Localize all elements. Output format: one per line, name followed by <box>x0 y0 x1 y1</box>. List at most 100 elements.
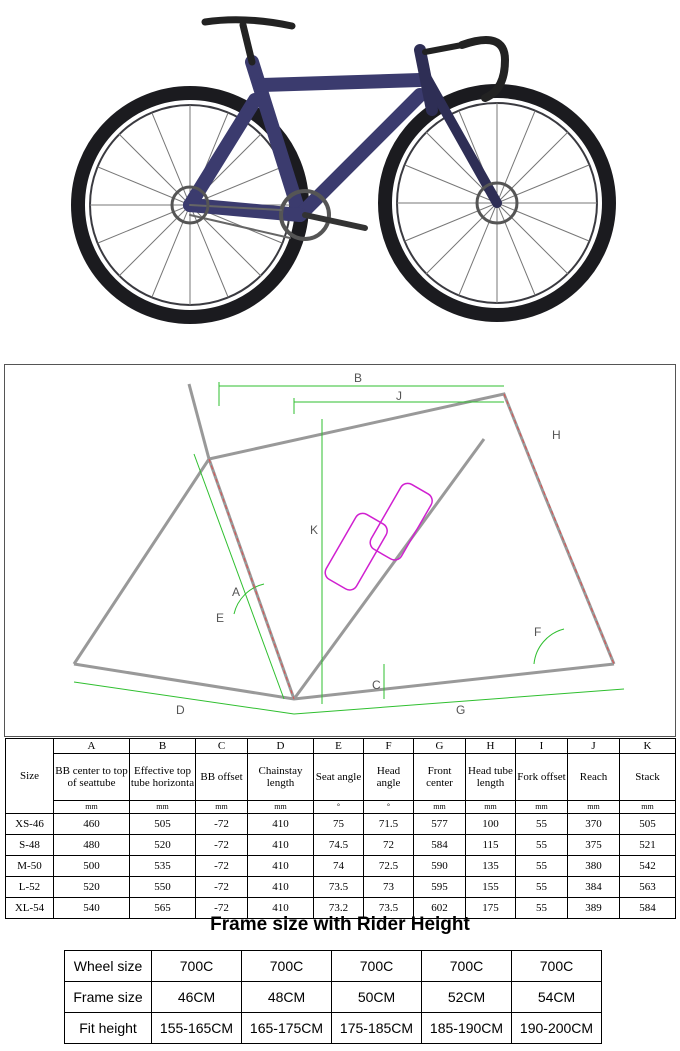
col-letter: B <box>129 738 196 754</box>
cell: 73.5 <box>313 876 364 898</box>
cell: 380 <box>567 855 620 877</box>
diagram-label-g: G <box>456 703 465 717</box>
col-letter: D <box>247 738 314 754</box>
col-unit: mm <box>53 800 130 814</box>
col-name: Head angle <box>363 753 414 801</box>
cell: 584 <box>619 897 676 919</box>
col-unit: mm <box>195 800 248 814</box>
cell: 520 <box>129 834 196 856</box>
table-row: Wheel size 700C 700C 700C 700C 700C <box>64 950 602 982</box>
col-name: BB center to top of seattube <box>53 753 130 801</box>
cell: 50CM <box>331 981 422 1013</box>
table-row: L-52 520 550 -72 410 73.5 73 595 155 55 … <box>5 876 676 898</box>
cell: 602 <box>413 897 466 919</box>
fit-table: Wheel size 700C 700C 700C 700C 700C Fram… <box>64 950 602 1044</box>
cell: 46CM <box>151 981 242 1013</box>
units-row: mm mm mm mm ° ° mm mm mm mm mm <box>6 800 676 814</box>
row-label: Fit height <box>64 1012 152 1044</box>
diagram-label-e: E <box>216 611 224 625</box>
cell: 590 <box>413 855 466 877</box>
cell: 520 <box>53 876 130 898</box>
cell: 115 <box>465 834 516 856</box>
cell: 71.5 <box>363 813 414 835</box>
cell: 74 <box>313 855 364 877</box>
cell: 48CM <box>241 981 332 1013</box>
cell: 73 <box>363 876 414 898</box>
diagram-label-k: K <box>310 523 318 537</box>
cell: 584 <box>413 834 466 856</box>
col-letter: K <box>619 738 676 754</box>
col-unit: mm <box>129 800 196 814</box>
diagram-label-a: A <box>232 585 240 599</box>
col-letter: G <box>413 738 466 754</box>
table-row: Frame size 46CM 48CM 50CM 52CM 54CM <box>64 981 602 1013</box>
cell: 700C <box>151 950 242 982</box>
cell: 563 <box>619 876 676 898</box>
cell: 700C <box>421 950 512 982</box>
cell: 375 <box>567 834 620 856</box>
cell: 55 <box>515 855 568 877</box>
cell: 521 <box>619 834 676 856</box>
column-names-row: BB center to top of seattube Effective t… <box>6 753 676 801</box>
cell: 540 <box>53 897 130 919</box>
cell: 55 <box>515 813 568 835</box>
cell: -72 <box>195 855 248 877</box>
cell: 700C <box>331 950 422 982</box>
col-name: Head tube length <box>465 753 516 801</box>
col-letter: J <box>567 738 620 754</box>
diagram-label-b: B <box>354 371 362 385</box>
cell: 595 <box>413 876 466 898</box>
col-unit: ° <box>363 800 414 814</box>
cell: 410 <box>247 813 314 835</box>
cell: 54CM <box>511 981 602 1013</box>
cell: -72 <box>195 876 248 898</box>
cell: 480 <box>53 834 130 856</box>
cell: 73.5 <box>363 897 414 919</box>
col-letter: E <box>313 738 364 754</box>
cell: 165-175CM <box>241 1012 332 1044</box>
cell: 700C <box>511 950 602 982</box>
cell: 460 <box>53 813 130 835</box>
diagram-label-h: H <box>552 428 561 442</box>
cell: 500 <box>53 855 130 877</box>
cell: 74.5 <box>313 834 364 856</box>
col-name: Stack <box>619 753 676 801</box>
row-size: XL-54 <box>5 897 54 919</box>
cell: -72 <box>195 834 248 856</box>
col-name: BB offset <box>195 753 248 801</box>
cell: 410 <box>247 876 314 898</box>
geometry-diagram: A B C D E F G H J K <box>4 364 676 737</box>
cell: 55 <box>515 834 568 856</box>
row-label: Frame size <box>64 981 152 1013</box>
cell: 542 <box>619 855 676 877</box>
cell: 700C <box>241 950 332 982</box>
col-unit: mm <box>567 800 620 814</box>
diagram-label-f: F <box>534 625 541 639</box>
col-unit: mm <box>465 800 516 814</box>
cell: 190-200CM <box>511 1012 602 1044</box>
cell: 410 <box>247 897 314 919</box>
row-size: XS-46 <box>5 813 54 835</box>
col-name: Effective top tube horizonta <box>129 753 196 801</box>
cell: 370 <box>567 813 620 835</box>
fit-table-title: Frame size with Rider Height <box>210 914 470 935</box>
col-unit: mm <box>515 800 568 814</box>
cell: 135 <box>465 855 516 877</box>
col-letter: C <box>195 738 248 754</box>
cell: 175-185CM <box>331 1012 422 1044</box>
cell: 75 <box>313 813 364 835</box>
col-letter: A <box>53 738 130 754</box>
cell: 410 <box>247 855 314 877</box>
cell: 55 <box>515 876 568 898</box>
col-letter: I <box>515 738 568 754</box>
col-unit: mm <box>413 800 466 814</box>
table-row: XS-46 460 505 -72 410 75 71.5 577 100 55… <box>5 813 676 835</box>
table-row: S-48 480 520 -72 410 74.5 72 584 115 55 … <box>5 834 676 856</box>
cell: 175 <box>465 897 516 919</box>
cell: -72 <box>195 813 248 835</box>
table-row: Fit height 155-165CM 165-175CM 175-185CM… <box>64 1012 602 1044</box>
cell: 410 <box>247 834 314 856</box>
diagram-label-d: D <box>176 703 185 717</box>
cell: 535 <box>129 855 196 877</box>
cell: 72.5 <box>363 855 414 877</box>
